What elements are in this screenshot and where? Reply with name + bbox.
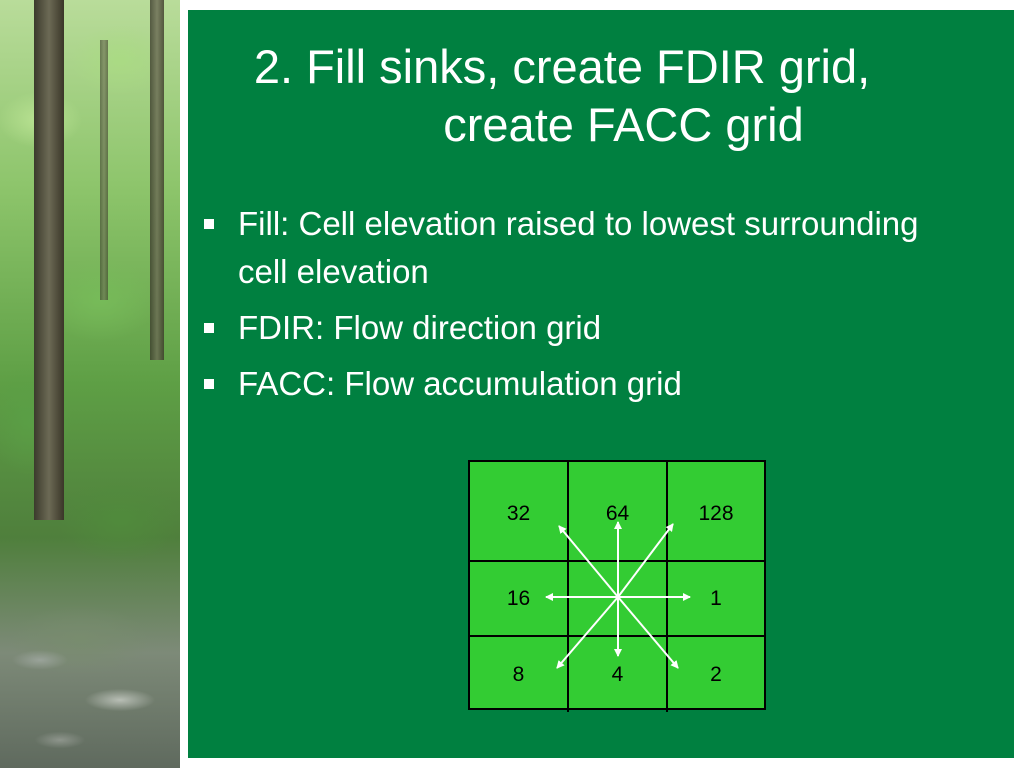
grid-cell: 2: [710, 662, 722, 686]
bullet-item: FDIR: Flow direction grid: [204, 304, 964, 352]
tree-trunk: [34, 0, 64, 520]
grid-cell: 8: [470, 637, 569, 712]
grid-cell: 4: [569, 637, 668, 712]
grid-cell: 16: [470, 562, 569, 637]
flow-direction-grid: 32 64 128 16 1 8 4 2: [468, 460, 766, 712]
forest-photo: [0, 0, 180, 768]
slide-title: 2. Fill sinks, create FDIR grid, create …: [188, 38, 1014, 154]
bullet-text: Fill: Cell elevation raised to lowest su…: [238, 205, 919, 290]
bullet-marker-icon: [204, 323, 214, 333]
bullet-item: Fill: Cell elevation raised to lowest su…: [204, 200, 964, 296]
bullet-marker-icon: [204, 219, 214, 229]
grid-cell: 128: [668, 462, 764, 562]
bullet-text: FACC: Flow accumulation grid: [238, 365, 682, 402]
stream-rocks: [0, 610, 180, 768]
grid-cell: 32: [470, 462, 569, 562]
bullet-marker-icon: [204, 379, 214, 389]
bullet-list: Fill: Cell elevation raised to lowest su…: [204, 200, 964, 416]
tree-trunk: [150, 0, 164, 360]
title-line-2: create FACC grid: [443, 98, 804, 151]
grid-center-cell: [569, 562, 668, 637]
grid-cell: 1: [668, 562, 764, 637]
bullet-text: FDIR: Flow direction grid: [238, 309, 602, 346]
grid-cell: 64: [569, 462, 668, 562]
bullet-item: FACC: Flow accumulation grid: [204, 360, 964, 408]
tree-trunk: [100, 40, 108, 300]
slide: 2. Fill sinks, create FDIR grid, create …: [188, 10, 1014, 758]
title-line-1: 2. Fill sinks, create FDIR grid,: [253, 40, 871, 93]
